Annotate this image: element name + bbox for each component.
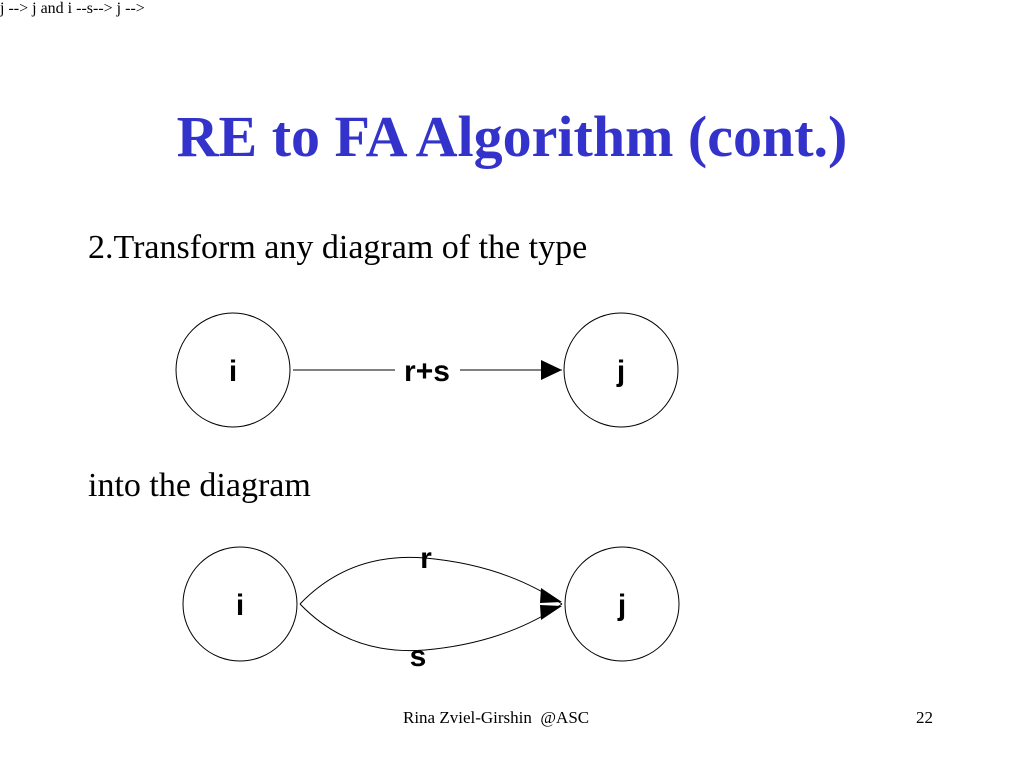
node-label: i: [229, 355, 237, 388]
slide-title: RE to FA Algorithm (cont.): [176, 104, 848, 169]
edge-s: s: [299, 603, 563, 673]
node-label: j: [616, 355, 625, 388]
edge-label: r: [420, 542, 432, 575]
edge-label: r+s: [404, 355, 450, 388]
node-j-before: j: [563, 312, 679, 428]
node-i-before: i: [175, 312, 291, 428]
node-label: j: [617, 589, 626, 622]
footer-author: Rina Zviel-Girshin @ASC: [403, 708, 590, 727]
edge-r-plus-s: r+s: [293, 355, 562, 388]
edge-r: r: [299, 542, 563, 605]
step-text: 2.Transform any diagram of the type: [88, 229, 588, 266]
into-text: into the diagram: [88, 467, 311, 504]
node-label: i: [236, 589, 244, 622]
node-i-after: i: [182, 546, 298, 662]
page-number: 22: [916, 708, 933, 727]
edge-label: s: [410, 640, 427, 673]
node-j-after: j: [564, 546, 680, 662]
